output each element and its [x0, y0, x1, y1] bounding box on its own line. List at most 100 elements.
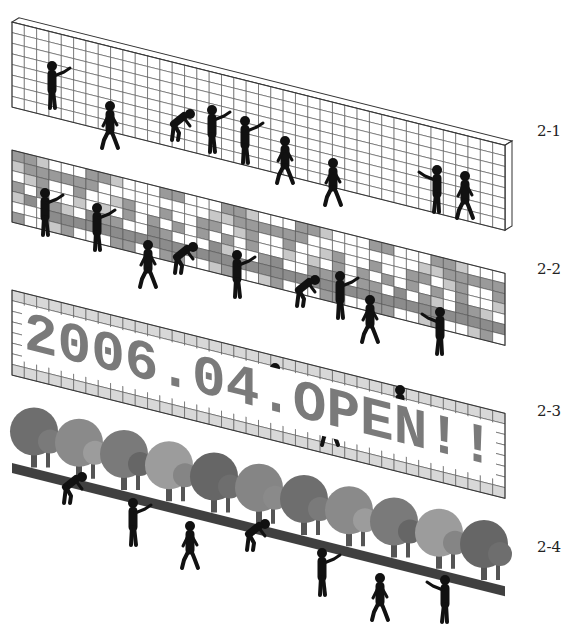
person-silhouette	[277, 136, 293, 183]
person-limb	[309, 284, 315, 292]
grid-cell	[357, 183, 369, 197]
person-limb	[446, 604, 447, 622]
person-limb	[286, 165, 293, 183]
grid-cell	[295, 167, 307, 181]
grid-cell	[480, 213, 492, 227]
person-limb	[141, 255, 146, 265]
person-limb	[372, 602, 379, 620]
person-limb	[422, 314, 438, 322]
person-limb	[441, 336, 442, 354]
person-silhouette	[92, 203, 115, 250]
grid-cell	[98, 386, 110, 400]
person-limb	[334, 187, 341, 205]
person-silhouette	[317, 548, 340, 595]
person-limb	[47, 195, 63, 203]
person-silhouette	[102, 101, 118, 148]
grid-cell	[431, 469, 443, 483]
person-limb	[214, 112, 230, 120]
panel-outline	[12, 150, 505, 345]
person-limb	[324, 555, 340, 563]
tree-trunk	[361, 530, 365, 546]
grid-cell	[394, 460, 406, 474]
person-silhouette	[297, 275, 320, 306]
grid-cell	[345, 180, 357, 194]
grid-cell	[123, 392, 135, 406]
grid-cell	[283, 432, 295, 446]
person-limb	[246, 145, 248, 163]
person-limb	[182, 550, 189, 568]
person-limb	[341, 300, 343, 318]
grid-cell	[148, 398, 160, 412]
person-silhouette	[47, 61, 70, 108]
person-limb	[458, 186, 463, 196]
person-limb	[235, 279, 236, 297]
person-silhouette	[335, 271, 358, 318]
person-silhouette	[457, 171, 473, 218]
person-silhouette	[427, 575, 450, 622]
person-limb	[111, 130, 118, 148]
person-limb	[249, 534, 254, 550]
person-limb	[98, 232, 100, 250]
tree-trunk	[226, 497, 230, 513]
person-limb	[134, 527, 136, 545]
person-limb	[299, 290, 304, 306]
person-silhouette	[182, 521, 198, 568]
tree-trunk	[271, 508, 275, 524]
panel-number: 2-3	[537, 402, 561, 420]
skewed-walls	[12, 16, 512, 598]
person-silhouette	[362, 295, 378, 342]
person-silhouette	[232, 250, 255, 297]
person-limb	[259, 528, 265, 536]
person-silhouette	[140, 240, 156, 287]
person-limb	[335, 173, 340, 182]
person-limb	[467, 186, 472, 195]
grid-cell	[61, 109, 73, 123]
person-limb	[247, 123, 263, 131]
person-limb	[50, 90, 51, 108]
person-silhouette	[175, 242, 198, 273]
panel-outline	[12, 22, 505, 230]
person-limb	[434, 194, 436, 212]
tree-trunk	[46, 452, 50, 468]
grid-cell	[271, 429, 283, 443]
grid-cell	[197, 411, 209, 425]
grid-cell	[74, 380, 86, 394]
person-silhouette	[64, 472, 87, 503]
person-limb	[46, 217, 48, 235]
grid-cell	[61, 377, 73, 391]
grid-cell	[185, 408, 197, 422]
grid-cell	[308, 438, 320, 452]
grid-cell	[12, 364, 24, 378]
person-limb	[191, 550, 198, 568]
grid-cell	[12, 96, 24, 110]
person-limb	[287, 151, 292, 160]
person-silhouette	[240, 116, 263, 163]
grid-cell	[222, 417, 234, 431]
grid-cell	[24, 99, 36, 113]
person-limb	[427, 582, 443, 590]
panel-end-face	[505, 139, 512, 232]
grid-cell	[37, 371, 49, 385]
ground-band	[12, 463, 505, 596]
grid-cell	[135, 127, 147, 141]
person-limb	[342, 278, 358, 286]
panel-number: 2-4	[537, 538, 561, 556]
tree-trunk	[496, 564, 500, 580]
person-limb	[177, 257, 182, 273]
grid-cell	[443, 204, 455, 218]
grid-cell	[172, 404, 184, 418]
grid-cell	[74, 112, 86, 126]
grid-cell	[308, 170, 320, 184]
person-limb	[363, 310, 368, 320]
person-limb	[174, 124, 179, 140]
person-limb	[466, 200, 473, 218]
person-limb	[239, 257, 255, 265]
person-limb	[192, 536, 197, 545]
grid-cell	[234, 420, 246, 434]
grid-cell	[419, 198, 431, 212]
person-limb	[457, 200, 464, 218]
person-limb	[372, 310, 377, 319]
person-silhouette	[247, 519, 270, 550]
panel-number: 2-1	[537, 122, 561, 140]
person-silhouette	[419, 165, 442, 212]
